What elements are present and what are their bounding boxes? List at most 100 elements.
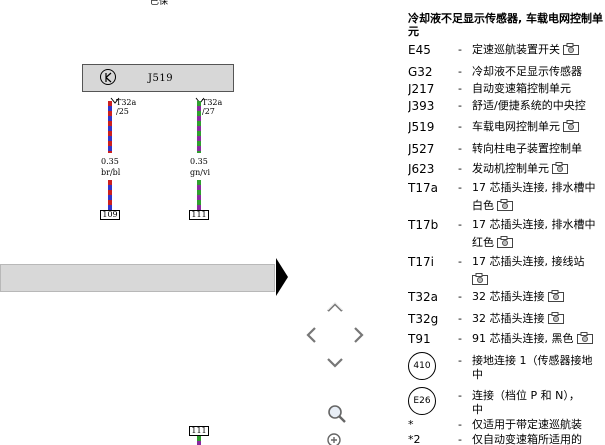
legend-note-mark: *2: [408, 433, 421, 445]
legend-dash: -: [458, 290, 462, 303]
legend-desc: 91 芯插头连接, 黑色: [472, 332, 605, 346]
camera-icon[interactable]: [563, 43, 579, 55]
camera-icon[interactable]: [552, 162, 568, 174]
magnifier-icon: [328, 405, 346, 423]
bottom-wire[interactable]: [197, 436, 201, 445]
diagram-separator-bar: [0, 264, 275, 292]
legend-desc-text-line2: 中: [472, 368, 483, 381]
wire-1-upper[interactable]: [108, 101, 112, 153]
legend-desc: 舒适/便捷系统的中央控: [472, 99, 605, 113]
legend-desc-text: 17 芯插头连接, 接线站: [472, 255, 585, 268]
legend-desc-text: 定速巡航装置开关: [472, 43, 560, 56]
legend-desc: 接地连接 1（传感器接地中: [472, 354, 605, 382]
legend-code: J393: [408, 99, 435, 113]
wiring-diagram: 已保 J519 T32a /25 0.35 br/bl 109 T32a /27…: [0, 0, 290, 445]
chevron-right-icon: [354, 327, 364, 343]
ground-symbol-icon: [100, 69, 116, 85]
legend-desc: 17 芯插头连接, 排水槽中白色: [472, 181, 605, 213]
wire-1-pin-number: /25: [116, 107, 129, 116]
legend-dash: -: [458, 332, 462, 345]
legend-desc: 自动变速箱控制单元: [472, 82, 605, 96]
zoom-in-button[interactable]: [326, 432, 348, 445]
legend-dash: -: [458, 43, 462, 56]
legend-code: T17i: [408, 255, 434, 269]
legend-desc-text: 发动机控制单元: [472, 162, 549, 175]
zoom-button[interactable]: [326, 403, 348, 425]
legend-dash: -: [458, 433, 462, 445]
legend-code: T32a: [408, 290, 438, 304]
pin-fork-icon: [110, 92, 120, 104]
top-strip-text: 已保: [150, 0, 169, 7]
legend-code: T91: [408, 332, 431, 346]
legend-desc: 发动机控制单元: [472, 162, 605, 176]
legend-desc-text: 连接（档位 P 和 N），: [472, 389, 580, 402]
legend-desc-text: 17 芯插头连接, 排水槽中: [472, 218, 596, 231]
legend-desc: 车载电网控制单元: [472, 120, 605, 134]
legend-desc-text: 接地连接 1（传感器接地: [472, 354, 593, 367]
legend-desc-text-line2: 红色: [472, 236, 494, 249]
legend-circle-code: 410: [408, 352, 436, 380]
legend-title: 冷却液不足显示传感器, 车载电网控制单元: [408, 12, 604, 38]
camera-icon[interactable]: [547, 312, 564, 324]
legend-desc: 冷却液不足显示传感器: [472, 65, 605, 79]
next-page-arrow-icon[interactable]: [276, 258, 288, 296]
legend-dash: -: [458, 99, 462, 112]
legend-dash: -: [458, 162, 462, 175]
legend-dash: -: [458, 181, 462, 194]
legend-code: T17b: [408, 218, 439, 232]
chevron-up-icon: [327, 302, 343, 312]
legend-desc: 转向柱电子装置控制单: [472, 142, 605, 156]
legend-dash: -: [458, 354, 462, 367]
legend-dash: -: [458, 65, 462, 78]
legend-desc-text: 转向柱电子装置控制单: [472, 142, 582, 155]
legend-dash: -: [458, 418, 462, 431]
legend-dash: -: [458, 120, 462, 133]
legend-desc-text: 自动变速箱控制单元: [472, 82, 571, 95]
camera-icon[interactable]: [576, 332, 593, 344]
camera-icon[interactable]: [563, 120, 579, 132]
legend-dash: -: [458, 218, 462, 231]
wire-2-lower[interactable]: [197, 180, 201, 210]
legend-code: G32: [408, 65, 433, 79]
pan-up-button[interactable]: [324, 296, 346, 318]
control-unit-label: J519: [148, 73, 174, 84]
legend-dash: -: [458, 389, 462, 402]
legend-circle-row: E26-连接（档位 P 和 N），中: [408, 387, 605, 417]
camera-icon[interactable]: [497, 199, 513, 211]
wire-2-color: gn/vi: [190, 168, 211, 177]
camera-icon[interactable]: [497, 236, 513, 248]
legend-code: J217: [408, 82, 435, 96]
wire-2-pin-number: /27: [202, 107, 215, 116]
wire-2-gauge: 0.35: [190, 157, 208, 166]
camera-icon[interactable]: [547, 290, 564, 302]
legend-desc: 32 芯插头连接: [472, 290, 605, 304]
chevron-down-icon: [327, 358, 343, 368]
legend-desc-text: 32 芯插头连接: [472, 290, 545, 303]
legend-dash: -: [458, 142, 462, 155]
legend-code: T32g: [408, 312, 439, 326]
legend-dash: -: [458, 82, 462, 95]
wire-2-ref-box[interactable]: 111: [189, 210, 209, 220]
bottom-ref-box[interactable]: 111: [189, 426, 209, 436]
legend-desc-text: 17 芯插头连接, 排水槽中: [472, 181, 596, 194]
legend-desc-text: 车载电网控制单元: [472, 120, 560, 133]
legend-code: J623: [408, 162, 435, 176]
pan-left-button[interactable]: [300, 324, 322, 346]
wire-1-lower[interactable]: [108, 180, 112, 210]
legend-note-mark: *: [408, 418, 414, 431]
legend-desc: 17 芯插头连接, 接线站: [472, 255, 605, 287]
camera-icon[interactable]: [472, 273, 488, 285]
legend-circle-row: 410 -接地连接 1（传感器接地中: [408, 352, 605, 382]
wire-2-pin-connector: T32a: [202, 98, 223, 107]
legend-dash: -: [458, 312, 462, 325]
pan-right-button[interactable]: [348, 324, 370, 346]
wire-2-upper[interactable]: [197, 101, 201, 153]
legend-code: E45: [408, 43, 431, 57]
legend-dash: -: [458, 255, 462, 268]
pan-down-button[interactable]: [324, 352, 346, 374]
wire-1-ref-box[interactable]: 109: [100, 210, 120, 220]
wire-1-color: br/bl: [101, 168, 121, 177]
legend-note-text: 仅自动变速箱所适用的: [472, 433, 582, 445]
